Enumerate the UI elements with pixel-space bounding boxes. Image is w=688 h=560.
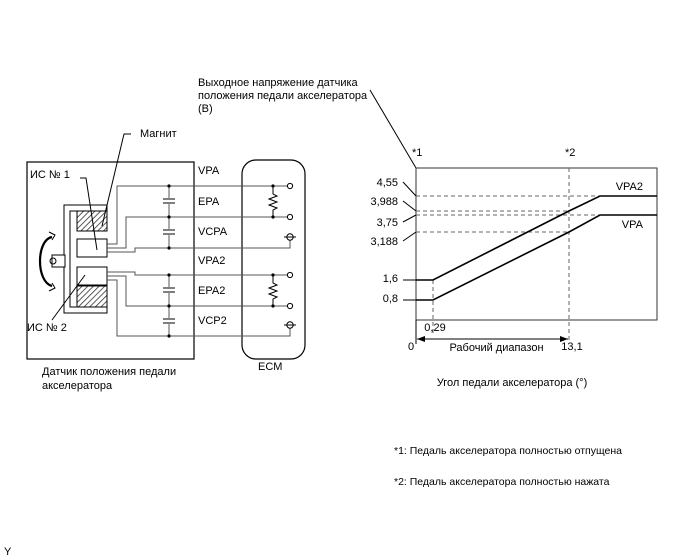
wire-label-vpa: VPA [198, 165, 220, 177]
sensor-label-line2: акселератора [42, 380, 113, 392]
y-tick-labels: 4,55 3,988 3,75 3,188 1,6 0,8 [370, 177, 398, 305]
series-lines [416, 195, 657, 301]
magnet-leader [101, 133, 131, 227]
series-label-vpa2: VPA2 [616, 181, 643, 193]
magnet-bottom [76, 285, 108, 308]
ic1-label: ИС № 1 [30, 169, 70, 181]
chart-title-line3: (В) [198, 103, 213, 115]
chart-title-line2: положения педали акселератора [198, 90, 368, 102]
markers: *1 *2 [412, 147, 575, 159]
wire-label-vcp2: VCP2 [198, 315, 227, 327]
wire-label-vpa2: VPA2 [198, 255, 225, 267]
x-tick-label: 0,29 [424, 322, 445, 334]
chart-title-leader [369, 89, 417, 169]
series-line-vpa2 [416, 195, 657, 281]
ic1-block [76, 238, 108, 258]
magnet-label: Магнит [140, 128, 177, 140]
x-tick-label: 0 [408, 341, 414, 353]
capacitors [163, 184, 175, 338]
y-tick-leader [402, 231, 417, 242]
chart-title-line1: Выходное напряжение датчика [198, 77, 359, 89]
ecm-terminals [284, 182, 296, 329]
ic1-leader [80, 177, 98, 251]
marker-label: *1 [412, 147, 422, 159]
sensor-label-line1: Датчик положения педали [42, 366, 176, 378]
wire-label-vcpa: VCPA [198, 226, 228, 238]
x-tick-labels: 0 0,29 13,1 [408, 322, 583, 353]
note-1: *1: Педаль акселератора полностью отпуще… [394, 445, 622, 457]
note-2: *2: Педаль акселератора полностью нажата [394, 476, 610, 488]
ecm-label: ECM [258, 361, 282, 373]
y-tick-leader [402, 181, 417, 197]
magnet-top [76, 210, 108, 232]
ic2-label: ИС № 2 [27, 322, 67, 334]
y-tick-label: 1,6 [383, 273, 398, 285]
y-tick-label: 4,55 [377, 177, 398, 189]
range-label: Рабочий диапазон [449, 342, 543, 354]
series-line-vpa [416, 214, 657, 301]
plot-area [415, 167, 658, 321]
y-tick-label: 3,988 [370, 196, 398, 208]
reference-lines [415, 168, 600, 344]
marker-label: *2 [565, 147, 575, 159]
y-tick-label: 0,8 [383, 293, 398, 305]
voltage-chart: Выходное напряжение датчика положения пе… [198, 77, 658, 389]
series-label-vpa: VPA [622, 219, 644, 231]
rotation-arrow-icon [39, 231, 66, 292]
x-axis-label: Угол педали акселератора (°) [437, 377, 588, 389]
y-tick-leader [402, 200, 417, 212]
y-tick-label: 3,188 [370, 236, 398, 248]
ic2-block [76, 266, 108, 286]
x-tick-label: 13,1 [561, 341, 582, 353]
footer-mark: Y [4, 546, 12, 558]
y-tick-leader [402, 214, 417, 223]
y-tick-label: 3,75 [377, 217, 398, 229]
ecm-resistors [267, 184, 279, 308]
ecm-box [241, 159, 306, 360]
wire-label-epa2: EPA2 [198, 285, 225, 297]
ic2-leader [51, 274, 86, 321]
y-tick-leaders [402, 181, 417, 301]
sensor-wires [107, 185, 291, 337]
sensor-box [26, 161, 195, 360]
circuit-diagram: VPA EPA VCPA VPA2 EPA2 VCP2 Магнит ИС № … [26, 128, 306, 392]
wire-label-epa: EPA [198, 196, 220, 208]
